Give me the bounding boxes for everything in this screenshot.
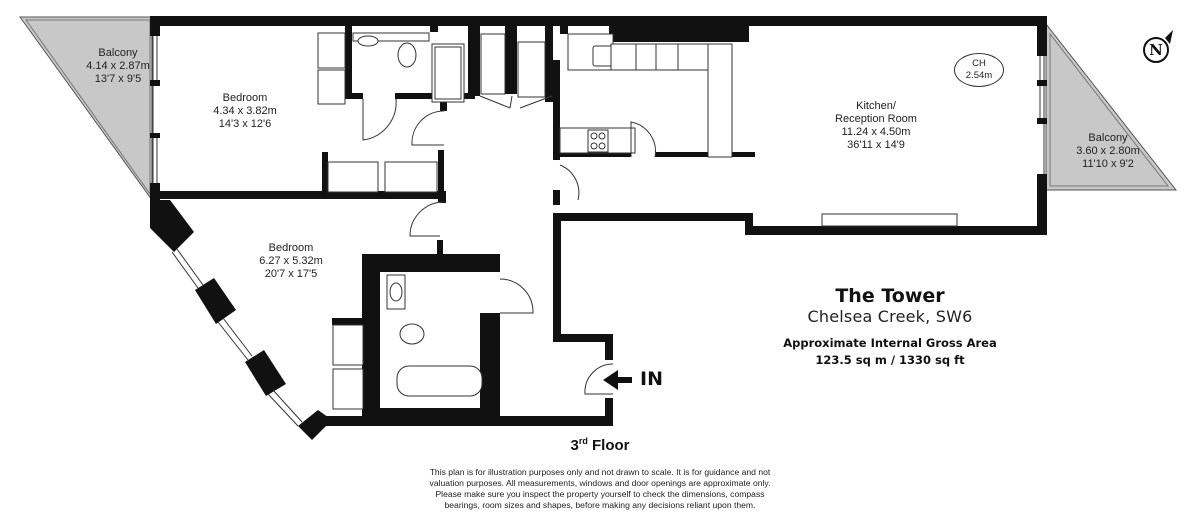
disclaimer-line: This plan is for illustration purposes o… [429, 467, 771, 477]
room-size-imperial: 36'11 x 14'9 [847, 139, 905, 151]
property-name: The Tower [835, 285, 945, 307]
ceiling-height-value: 2.54m [965, 70, 993, 81]
area-heading: Approximate Internal Gross Area [783, 336, 997, 350]
room-size-imperial: 13'7 x 9'5 [94, 73, 142, 85]
ceiling-height-badge: CH 2.54m [954, 53, 1004, 87]
room-size-metric: 11.24 x 4.50m [841, 126, 911, 138]
room-name: Balcony [98, 47, 138, 59]
compass-north-letter: N [1143, 37, 1169, 63]
property-location: Chelsea Creek, SW6 [807, 307, 973, 326]
area-block: Approximate Internal Gross Area 123.5 sq… [760, 335, 1020, 369]
disclaimer-line: valuation purposes. All measurements, wi… [429, 478, 771, 488]
room-size-imperial: 20'7 x 17'5 [264, 268, 318, 280]
entrance-label: IN [640, 368, 663, 390]
room-size-metric: 3.60 x 2.80m [1076, 145, 1140, 157]
door-swings [362, 95, 656, 395]
room-label-kitchen-reception: Kitchen/ Reception Room 11.24 x 4.50m 36… [816, 100, 936, 152]
room-size-metric: 6.27 x 5.32m [259, 255, 323, 267]
floor-number: 3 [570, 437, 579, 454]
windows [152, 36, 1045, 427]
area-value: 123.5 sq m / 1330 sq ft [815, 353, 965, 367]
floor-word: Floor [592, 437, 630, 454]
disclaimer: This plan is for illustration purposes o… [400, 467, 800, 511]
room-name: Bedroom [268, 242, 314, 254]
room-name: Kitchen/ [856, 100, 896, 112]
room-size-metric: 4.14 x 2.87m [86, 60, 150, 72]
room-name: Bedroom [222, 92, 268, 104]
disclaimer-line: Please make sure you inspect the propert… [435, 489, 765, 499]
ceiling-height-label: CH [972, 58, 986, 69]
room-label-balcony-east: Balcony 3.60 x 2.80m 11'10 x 9'2 [1068, 132, 1148, 171]
entrance-arrow-icon [603, 370, 632, 390]
balcony-left [19, 16, 153, 202]
room-label-balcony-west: Balcony 4.14 x 2.87m 13'7 x 9'5 [68, 47, 168, 86]
floor-suffix: rd [578, 436, 588, 446]
room-name-line2: Reception Room [835, 113, 917, 125]
fixtures [317, 32, 958, 410]
room-label-bedroom-2: Bedroom 6.27 x 5.32m 20'7 x 17'5 [236, 242, 346, 281]
disclaimer-line: bearings, room sizes and shapes, before … [444, 500, 756, 510]
compass-pointer-icon [1165, 30, 1173, 44]
floor-label: 3rd Floor [520, 436, 680, 454]
compass-icon: N [1140, 34, 1170, 64]
room-label-bedroom-1: Bedroom 4.34 x 3.82m 14'3 x 12'6 [190, 92, 300, 131]
balcony-right [1045, 22, 1178, 191]
room-size-metric: 4.34 x 3.82m [213, 105, 277, 117]
walls [150, 16, 1047, 440]
room-name: Balcony [1088, 132, 1128, 144]
room-size-imperial: 11'10 x 9'2 [1082, 158, 1134, 170]
property-title-block: The Tower Chelsea Creek, SW6 Approximate… [760, 285, 1020, 369]
room-size-imperial: 14'3 x 12'6 [218, 118, 272, 130]
